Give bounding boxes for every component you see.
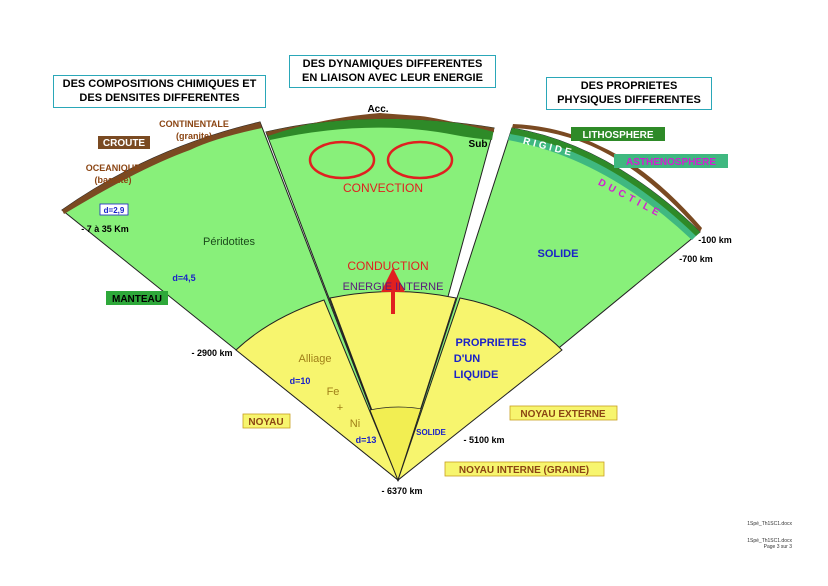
alliage-label: Alliage [298, 353, 331, 365]
granite-label: (granite) [176, 131, 212, 141]
fe-label: Fe [327, 386, 340, 398]
d-crust-label: d=2,9 [104, 206, 125, 215]
oceanique-label: OCEANIQUE [86, 163, 141, 173]
liquide-line2: D'UN [454, 353, 481, 365]
footer-line1: 1Spé_Th1SC1.docx [747, 521, 792, 527]
header-proprietes-line2: PHYSIQUES DIFFERENTES [557, 94, 701, 106]
plus-label: + [337, 402, 343, 414]
header-compositions: DES COMPOSITIONS CHIMIQUES ET DES DENSIT… [53, 75, 266, 108]
header-compositions-line1: DES COMPOSITIONS CHIMIQUES ET [62, 78, 257, 90]
d-outer-label: d=10 [290, 376, 311, 386]
center-labels: Acc. Sub CONVECTION CONDUCTION ENERGIE I… [343, 104, 488, 496]
left-crust [62, 122, 262, 214]
depth-crust-label: - 7 à 35 Km [81, 224, 129, 234]
right-core [396, 297, 563, 482]
convection-cells [308, 140, 454, 180]
lithosphere-label: LITHOSPHERE [582, 130, 653, 141]
solide-mantle-label: SOLIDE [538, 248, 579, 260]
depth-5100-label: - 5100 km [463, 435, 504, 445]
manteau-label: MANTEAU [112, 294, 162, 305]
depth-700-label: -700 km [679, 254, 713, 264]
d-mantle-label: d=4,5 [172, 273, 195, 283]
liquide-line1: PROPRIETES [456, 337, 527, 349]
header-proprietes-line1: DES PROPRIETES [580, 80, 678, 92]
sub-label: Sub [469, 139, 488, 150]
convection-label: CONVECTION [343, 181, 423, 195]
footer-page: Page 3 sur 3 [763, 544, 792, 550]
left-labels: CROUTE CONTINENTALE (granite) OCEANIQUE … [81, 119, 376, 445]
header-proprietes: DES PROPRIETES PHYSIQUES DIFFERENTES [546, 77, 712, 110]
header-dynamiques: DES DYNAMIQUES DIFFERENTES EN LIAISON AV… [289, 55, 496, 88]
center-crust [266, 113, 494, 136]
depth-6370-label: - 6370 km [381, 486, 422, 496]
footer-line2: 1Spé_Th1SC1.docx [747, 538, 792, 544]
d-inner-label: d=13 [356, 435, 377, 445]
right-asthenosphere [508, 128, 700, 240]
acc-label: Acc. [367, 104, 388, 115]
noyau-interne-label: NOYAU INTERNE (GRAINE) [459, 465, 589, 476]
solide-core-label: SOLIDE [416, 428, 446, 437]
center-lithosphere [266, 118, 494, 140]
croute-label: CROUTE [103, 138, 146, 149]
depth-100-label: -100 km [698, 235, 732, 245]
header-compositions-line2: DES DENSITES DIFFERENTES [79, 92, 240, 104]
liquide-line3: LIQUIDE [454, 369, 499, 381]
noyau-externe-label: NOYAU EXTERNE [520, 409, 606, 420]
header-dynamiques-line1: DES DYNAMIQUES DIFFERENTES [302, 58, 483, 70]
asthenosphere-label: ASTHENOSPHERE [626, 157, 716, 168]
depth-2900-label: - 2900 km [191, 348, 232, 358]
continentale-label: CONTINENTALE [159, 119, 229, 129]
noyau-label: NOYAU [248, 417, 283, 428]
ni-label: Ni [350, 418, 360, 430]
basalte-label: (basalte) [94, 175, 131, 185]
energie-interne-label: ENERGIE INTERNE [343, 281, 444, 293]
header-dynamiques-line2: EN LIAISON AVEC LEUR ENERGIE [302, 72, 483, 84]
conduction-label: CONDUCTION [347, 259, 428, 273]
peridotites-label: Péridotites [203, 236, 255, 248]
left-core [235, 299, 399, 481]
